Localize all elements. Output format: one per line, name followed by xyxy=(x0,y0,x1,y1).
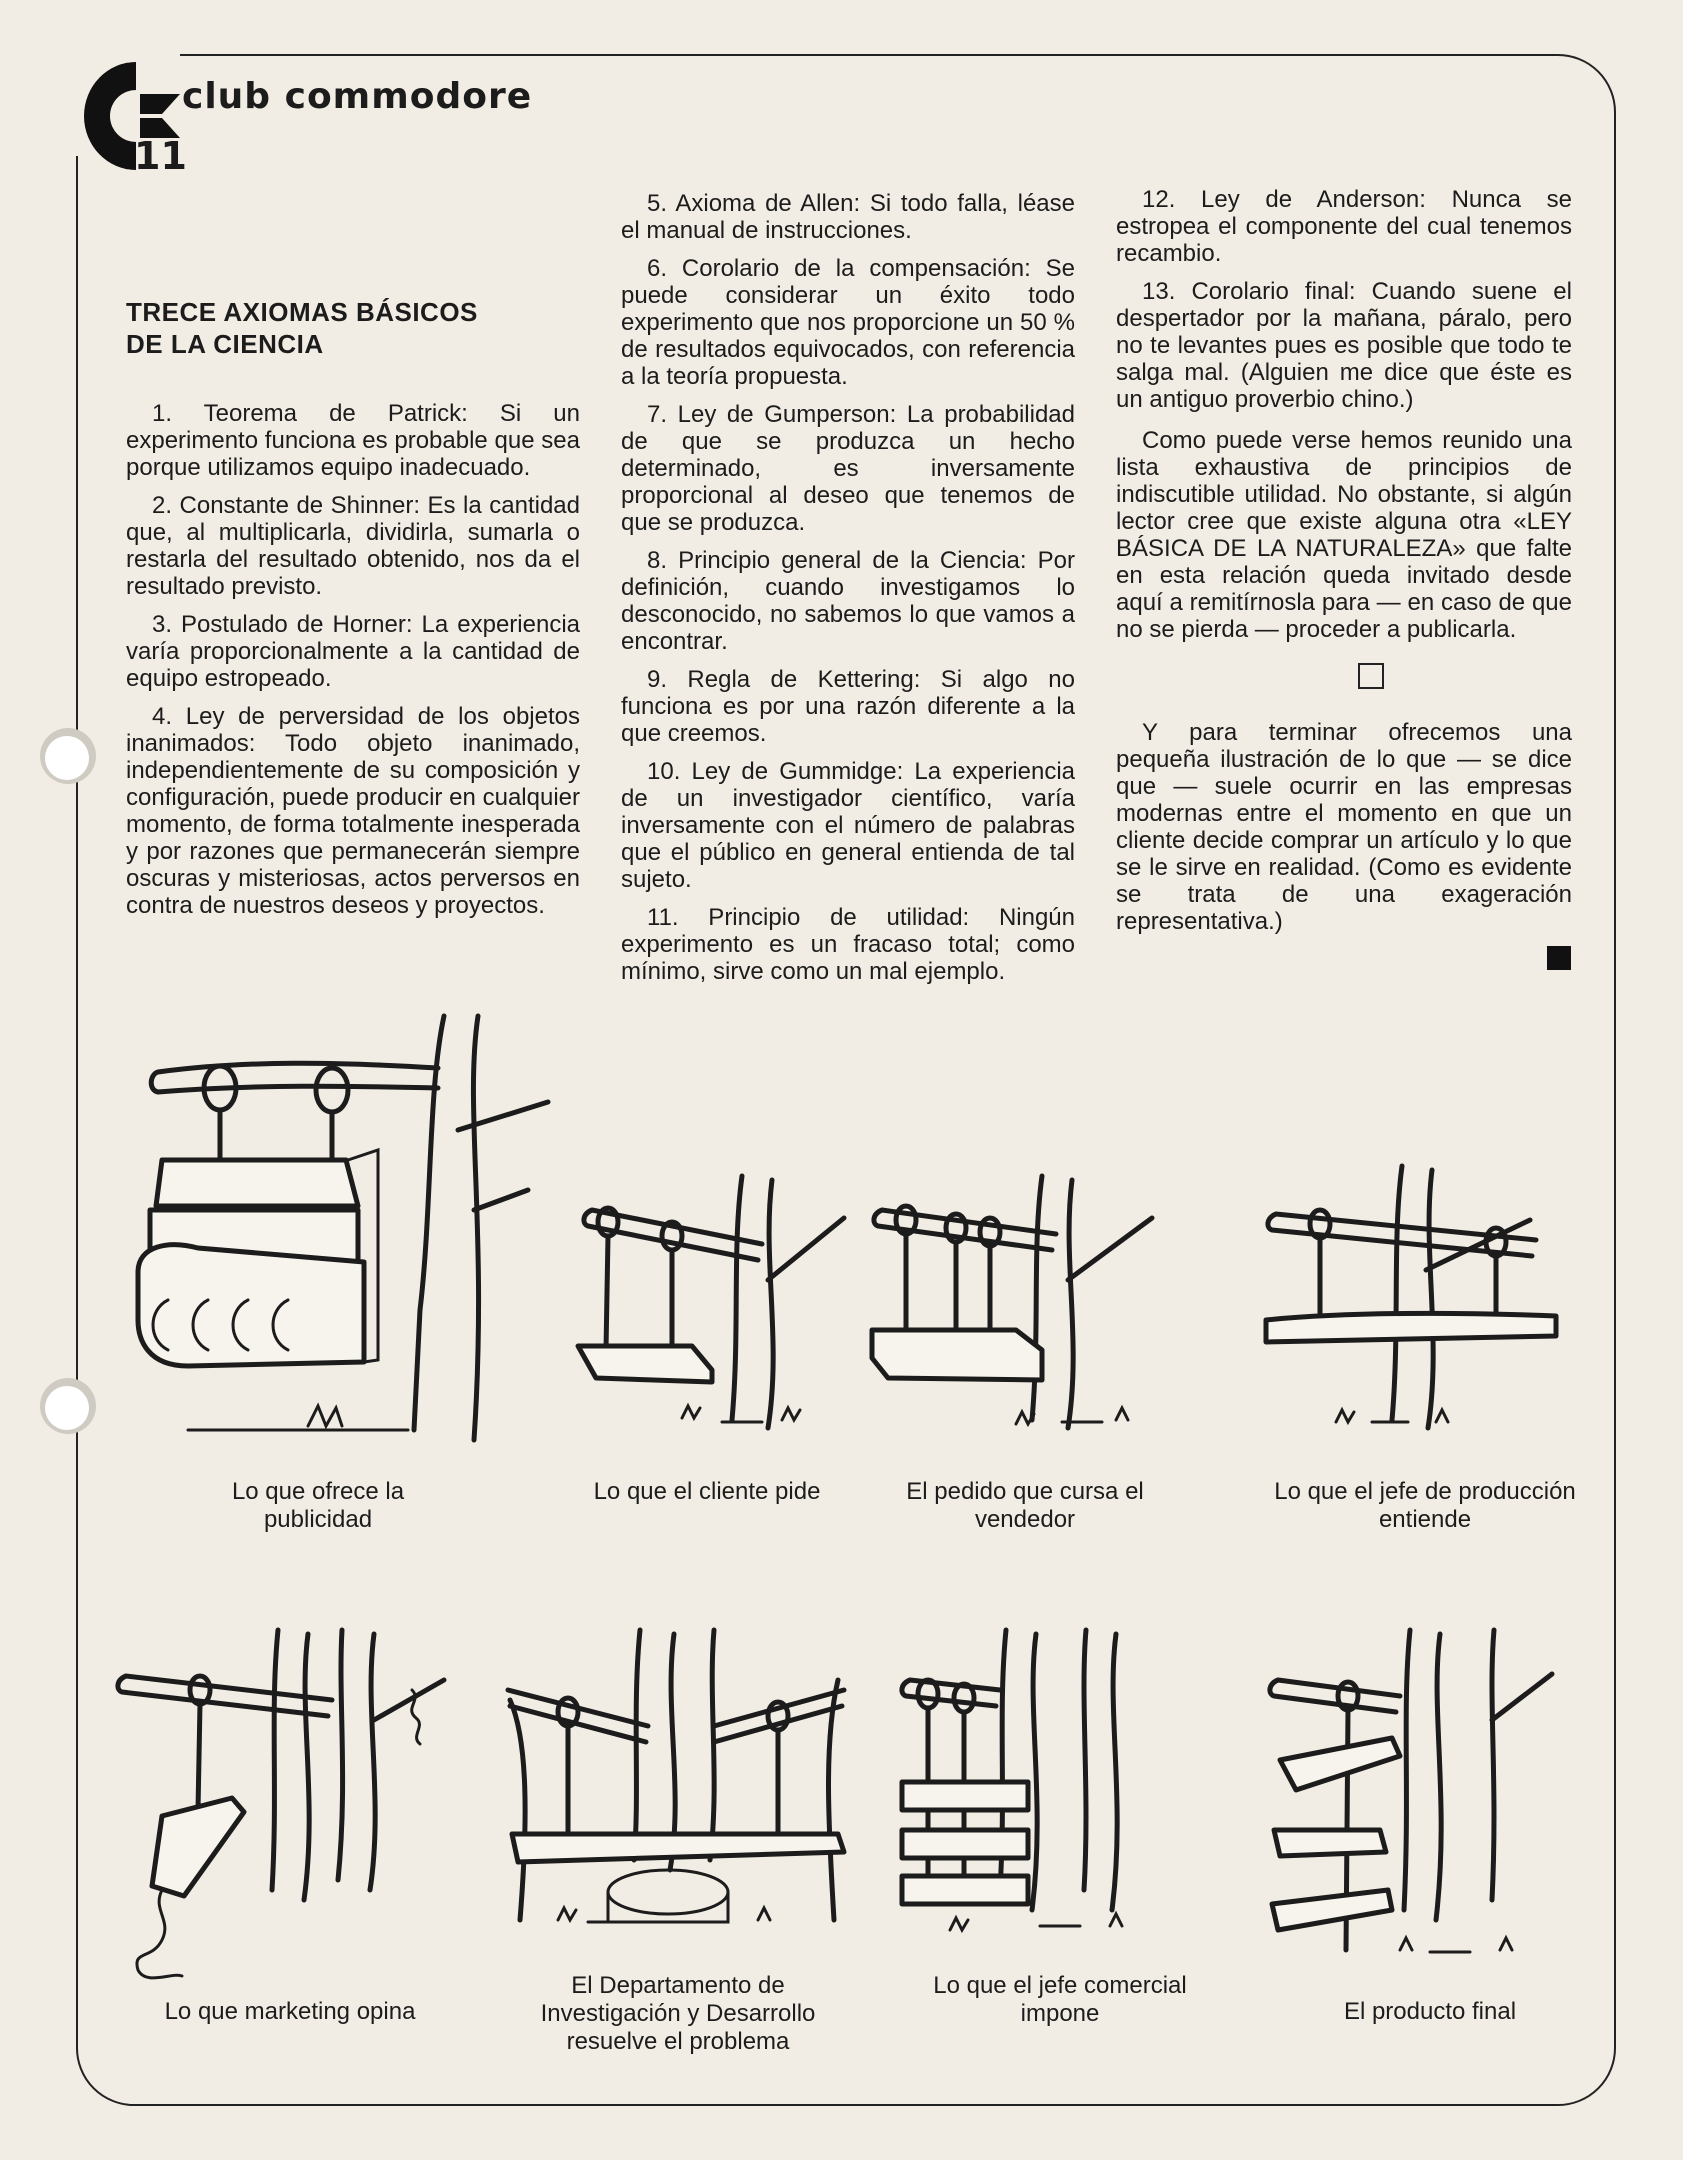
article-title-line1: TRECE AXIOMAS BÁSICOS xyxy=(126,297,478,327)
page-frame xyxy=(76,54,1616,2106)
axiom-paragraph: 10. Ley de Gummidge: La experiencia de u… xyxy=(621,758,1075,893)
swing-illustration-commercial xyxy=(899,1627,1124,1934)
swing-illustration-salesman xyxy=(869,1173,1155,1431)
axiom-paragraph: 7. Ley de Gumperson: La probabilidad de … xyxy=(621,401,1075,536)
closing-paragraph: Como puede verse hemos reunido una lista… xyxy=(1116,427,1572,643)
axiom-paragraph: 11. Principio de utilidad: Ningún experi… xyxy=(621,904,1075,985)
swing-illustration-final-product xyxy=(1267,1627,1555,1954)
axiom-paragraph: 5. Axioma de Allen: Si todo falla, léase… xyxy=(621,190,1075,244)
axiom-paragraph: 3. Postulado de Horner: La experiencia v… xyxy=(126,611,580,692)
axiom-paragraph: 8. Principio general de la Ciencia: Por … xyxy=(621,547,1075,655)
caption-client: Lo que el cliente pide xyxy=(593,1478,821,1505)
swing-illustration-production xyxy=(1263,1163,1559,1431)
end-of-article-mark xyxy=(1547,946,1571,970)
commodore-logo-icon xyxy=(84,62,180,170)
article-column-3: 12. Ley de Anderson: Nunca se estropea e… xyxy=(1116,186,1572,970)
axiom-paragraph: 13. Corolario final: Cuando suene el des… xyxy=(1116,278,1572,413)
swing-illustration-marketing xyxy=(115,1627,447,1980)
caption-marketing: Lo que marketing opina xyxy=(164,1998,416,2025)
caption-salesman: El pedido que cursa el vendedor xyxy=(906,1478,1144,1533)
caption-research: El Departamento de Investigación y Desar… xyxy=(540,1972,816,2055)
page-number: 11 xyxy=(134,134,187,178)
axiom-paragraph: 1. Teorema de Patrick: Si un experimento… xyxy=(126,400,580,481)
swing-illustration-advertising xyxy=(135,1013,551,1443)
caption-final-product: El producto final xyxy=(1343,1998,1517,2025)
axiom-paragraph: 2. Constante de Shinner: Es la cantidad … xyxy=(126,492,580,600)
caption-commercial: Lo que el jefe comercial impone xyxy=(933,1972,1187,2027)
caption-production: Lo que el jefe de producción entiende xyxy=(1274,1478,1576,1533)
punch-hole-bottom xyxy=(40,1378,96,1434)
article-title-line2: DE LA CIENCIA xyxy=(126,329,324,359)
caption-advertising: Lo que ofrece la publicidad xyxy=(231,1478,405,1533)
axiom-paragraph: 12. Ley de Anderson: Nunca se estropea e… xyxy=(1116,186,1572,267)
margin-line-bottom xyxy=(76,1620,78,1710)
section-separator-box xyxy=(1358,663,1384,689)
article-column-1: TRECE AXIOMAS BÁSICOS DE LA CIENCIA 1. T… xyxy=(126,296,580,930)
swing-illustration-research xyxy=(505,1627,847,1924)
punch-hole-top xyxy=(40,728,96,784)
margin-line-top xyxy=(76,440,78,530)
swing-illustration-client xyxy=(575,1173,847,1431)
axiom-paragraph: 9. Regla de Kettering: Si algo no funcio… xyxy=(621,666,1075,747)
axiom-paragraph: 4. Ley de perversidad de los objetos ina… xyxy=(126,703,580,919)
axiom-paragraph: 6. Corolario de la compensación: Se pued… xyxy=(621,255,1075,390)
article-column-2: 5. Axioma de Allen: Si todo falla, léase… xyxy=(621,190,1075,996)
brand-title: club commodore xyxy=(182,76,533,117)
intro-illustration-paragraph: Y para terminar ofrecemos una pequeña il… xyxy=(1116,719,1572,935)
